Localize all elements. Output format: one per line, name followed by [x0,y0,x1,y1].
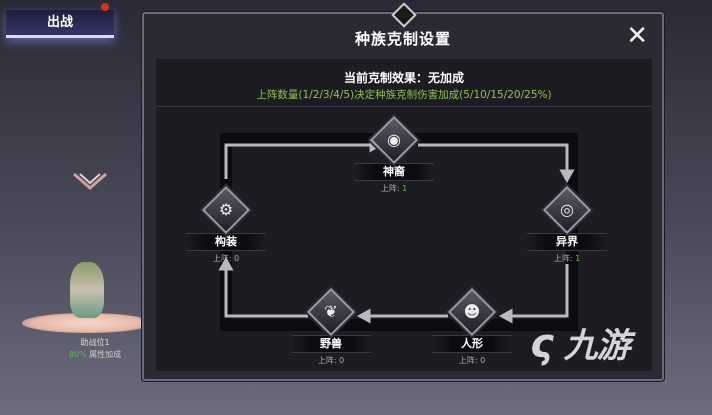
tab-battle[interactable]: 出战 [6,10,114,38]
human-head-icon: ☻ [447,287,497,337]
watermark-logo: ς 九游 [530,321,631,367]
arrow-line [418,143,569,171]
divider [156,106,652,107]
notification-dot [101,3,109,11]
arrow-line [511,264,569,318]
race-node-construct[interactable]: ⚙ 构装 上阵: 0 [186,185,266,264]
race-node-divine[interactable]: ◉ 神裔 上阵: 1 [354,115,434,194]
gear-icon: ⚙ [201,185,251,235]
emblem-icon [391,2,417,28]
arrow-head [356,308,371,324]
vortex-icon: ◎ [542,185,592,235]
arrow-head [498,308,513,324]
character-platform [22,313,152,333]
close-button[interactable]: ✕ [626,21,648,51]
race-node-humanoid[interactable]: ☻ 人形 上阵: 0 [432,287,512,366]
rule-text: 上阵数量(1/2/3/4/5)决定种族克制伤害加成(5/10/15/20/25%… [256,89,552,101]
chevron-down-icon [73,172,107,190]
arrow-head [559,169,575,184]
race-counter-dialog: 种族克制设置 ✕ 当前克制效果：无加成 上阵数量(1/2/3/4/5)决定种族克… [142,2,664,381]
race-node-beast[interactable]: ❦ 野兽 上阵: 0 [291,287,371,366]
arrow-line [224,269,308,318]
slot-label: 助战位1 [80,338,110,347]
arrow-head [218,256,234,271]
dialog-title: 种族克制设置 [354,30,451,48]
character-avatar[interactable] [70,262,104,318]
arrow-line [224,143,371,179]
eye-icon: ◉ [369,115,419,165]
race-node-otherworld[interactable]: ◎ 异界 上阵: 1 [527,185,607,264]
paw-icon: ❦ [306,287,356,337]
slot-bonus: 80% 属性加成 [68,350,122,359]
current-effect: 当前克制效果：无加成 [343,71,464,85]
counter-content: 当前克制效果：无加成 上阵数量(1/2/3/4/5)决定种族克制伤害加成(5/1… [156,59,652,371]
